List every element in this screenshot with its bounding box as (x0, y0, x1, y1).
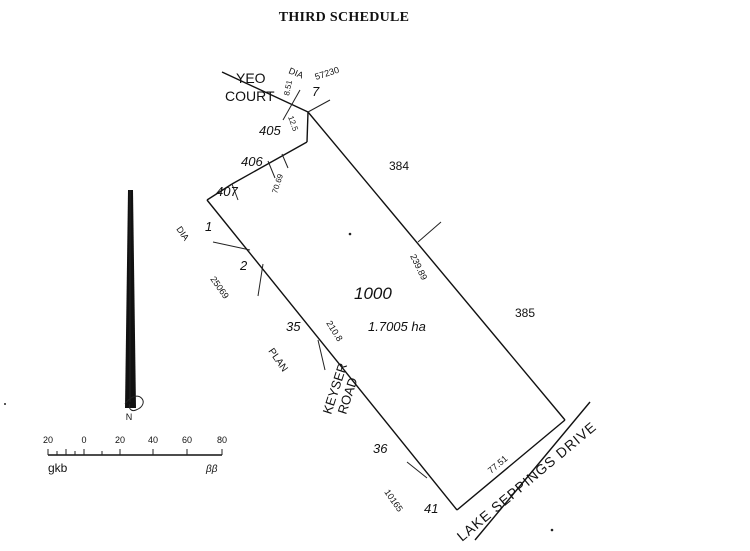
scale-tick-label: 20 (115, 435, 125, 445)
dimension-label: 70.69 (270, 172, 285, 194)
lot-area: 1.7005 ha (368, 319, 426, 334)
speck-mark (348, 232, 352, 236)
scale-bar: 20 0 20 40 60 80 gkb ββ (43, 435, 227, 475)
scale-note-right: ββ (205, 464, 218, 475)
plan-ref-number: 25069 (208, 274, 231, 300)
lot-number: 407 (216, 184, 238, 199)
lot-number: 385 (515, 306, 535, 320)
yeo-court-lines (221, 71, 331, 121)
scale-tick-label: 60 (182, 435, 192, 445)
dimension-label: 239.89 (408, 252, 429, 281)
speck-mark (550, 528, 554, 532)
scale-tick-label: 80 (217, 435, 227, 445)
lot-number: 405 (259, 123, 281, 138)
lot-number: 2 (239, 258, 248, 273)
dimension-label: 210.8 (324, 319, 344, 343)
plan-ref-number: 57230 (314, 65, 341, 82)
plan-ref-number: 10165 (382, 487, 405, 513)
north-arrow: N (124, 190, 144, 422)
lake-seppings-drive-line (474, 401, 591, 541)
lot-number: 1 (205, 219, 212, 234)
dimension-label: 77.51 (486, 453, 510, 475)
lot-1000-boundary (206, 111, 566, 511)
scale-tick-label: 0 (81, 435, 86, 445)
lot-division-ticks (212, 153, 442, 479)
scale-note-left: gkb (48, 461, 68, 475)
lot-number-main: 1000 (354, 284, 392, 303)
lot-number: 35 (286, 319, 301, 334)
dimension-label: 12.5 (286, 115, 300, 133)
scale-tick-label: 20 (43, 435, 53, 445)
lot-number: 36 (373, 441, 388, 456)
north-label: N (126, 412, 133, 422)
plan-ref-dia: DIA (174, 224, 191, 242)
schedule-title: THIRD SCHEDULE (278, 10, 410, 25)
plan-ref-plan: PLAN (266, 346, 290, 374)
road-name-yeo: YEO (236, 70, 266, 86)
dimension-label: 8.51 (282, 79, 294, 97)
lot-number: 406 (241, 154, 263, 169)
lot-number: 41 (424, 501, 438, 516)
scale-tick-label: 40 (148, 435, 158, 445)
speck-mark (4, 403, 6, 405)
lot-number: 384 (389, 159, 409, 173)
lot-number: 7 (312, 84, 320, 99)
road-name-court: COURT (225, 88, 275, 104)
road-name-lake-seppings-drive: LAKE SEPPINGS DRIVE (454, 418, 600, 544)
plan-ref-dia: DIA (287, 66, 305, 81)
